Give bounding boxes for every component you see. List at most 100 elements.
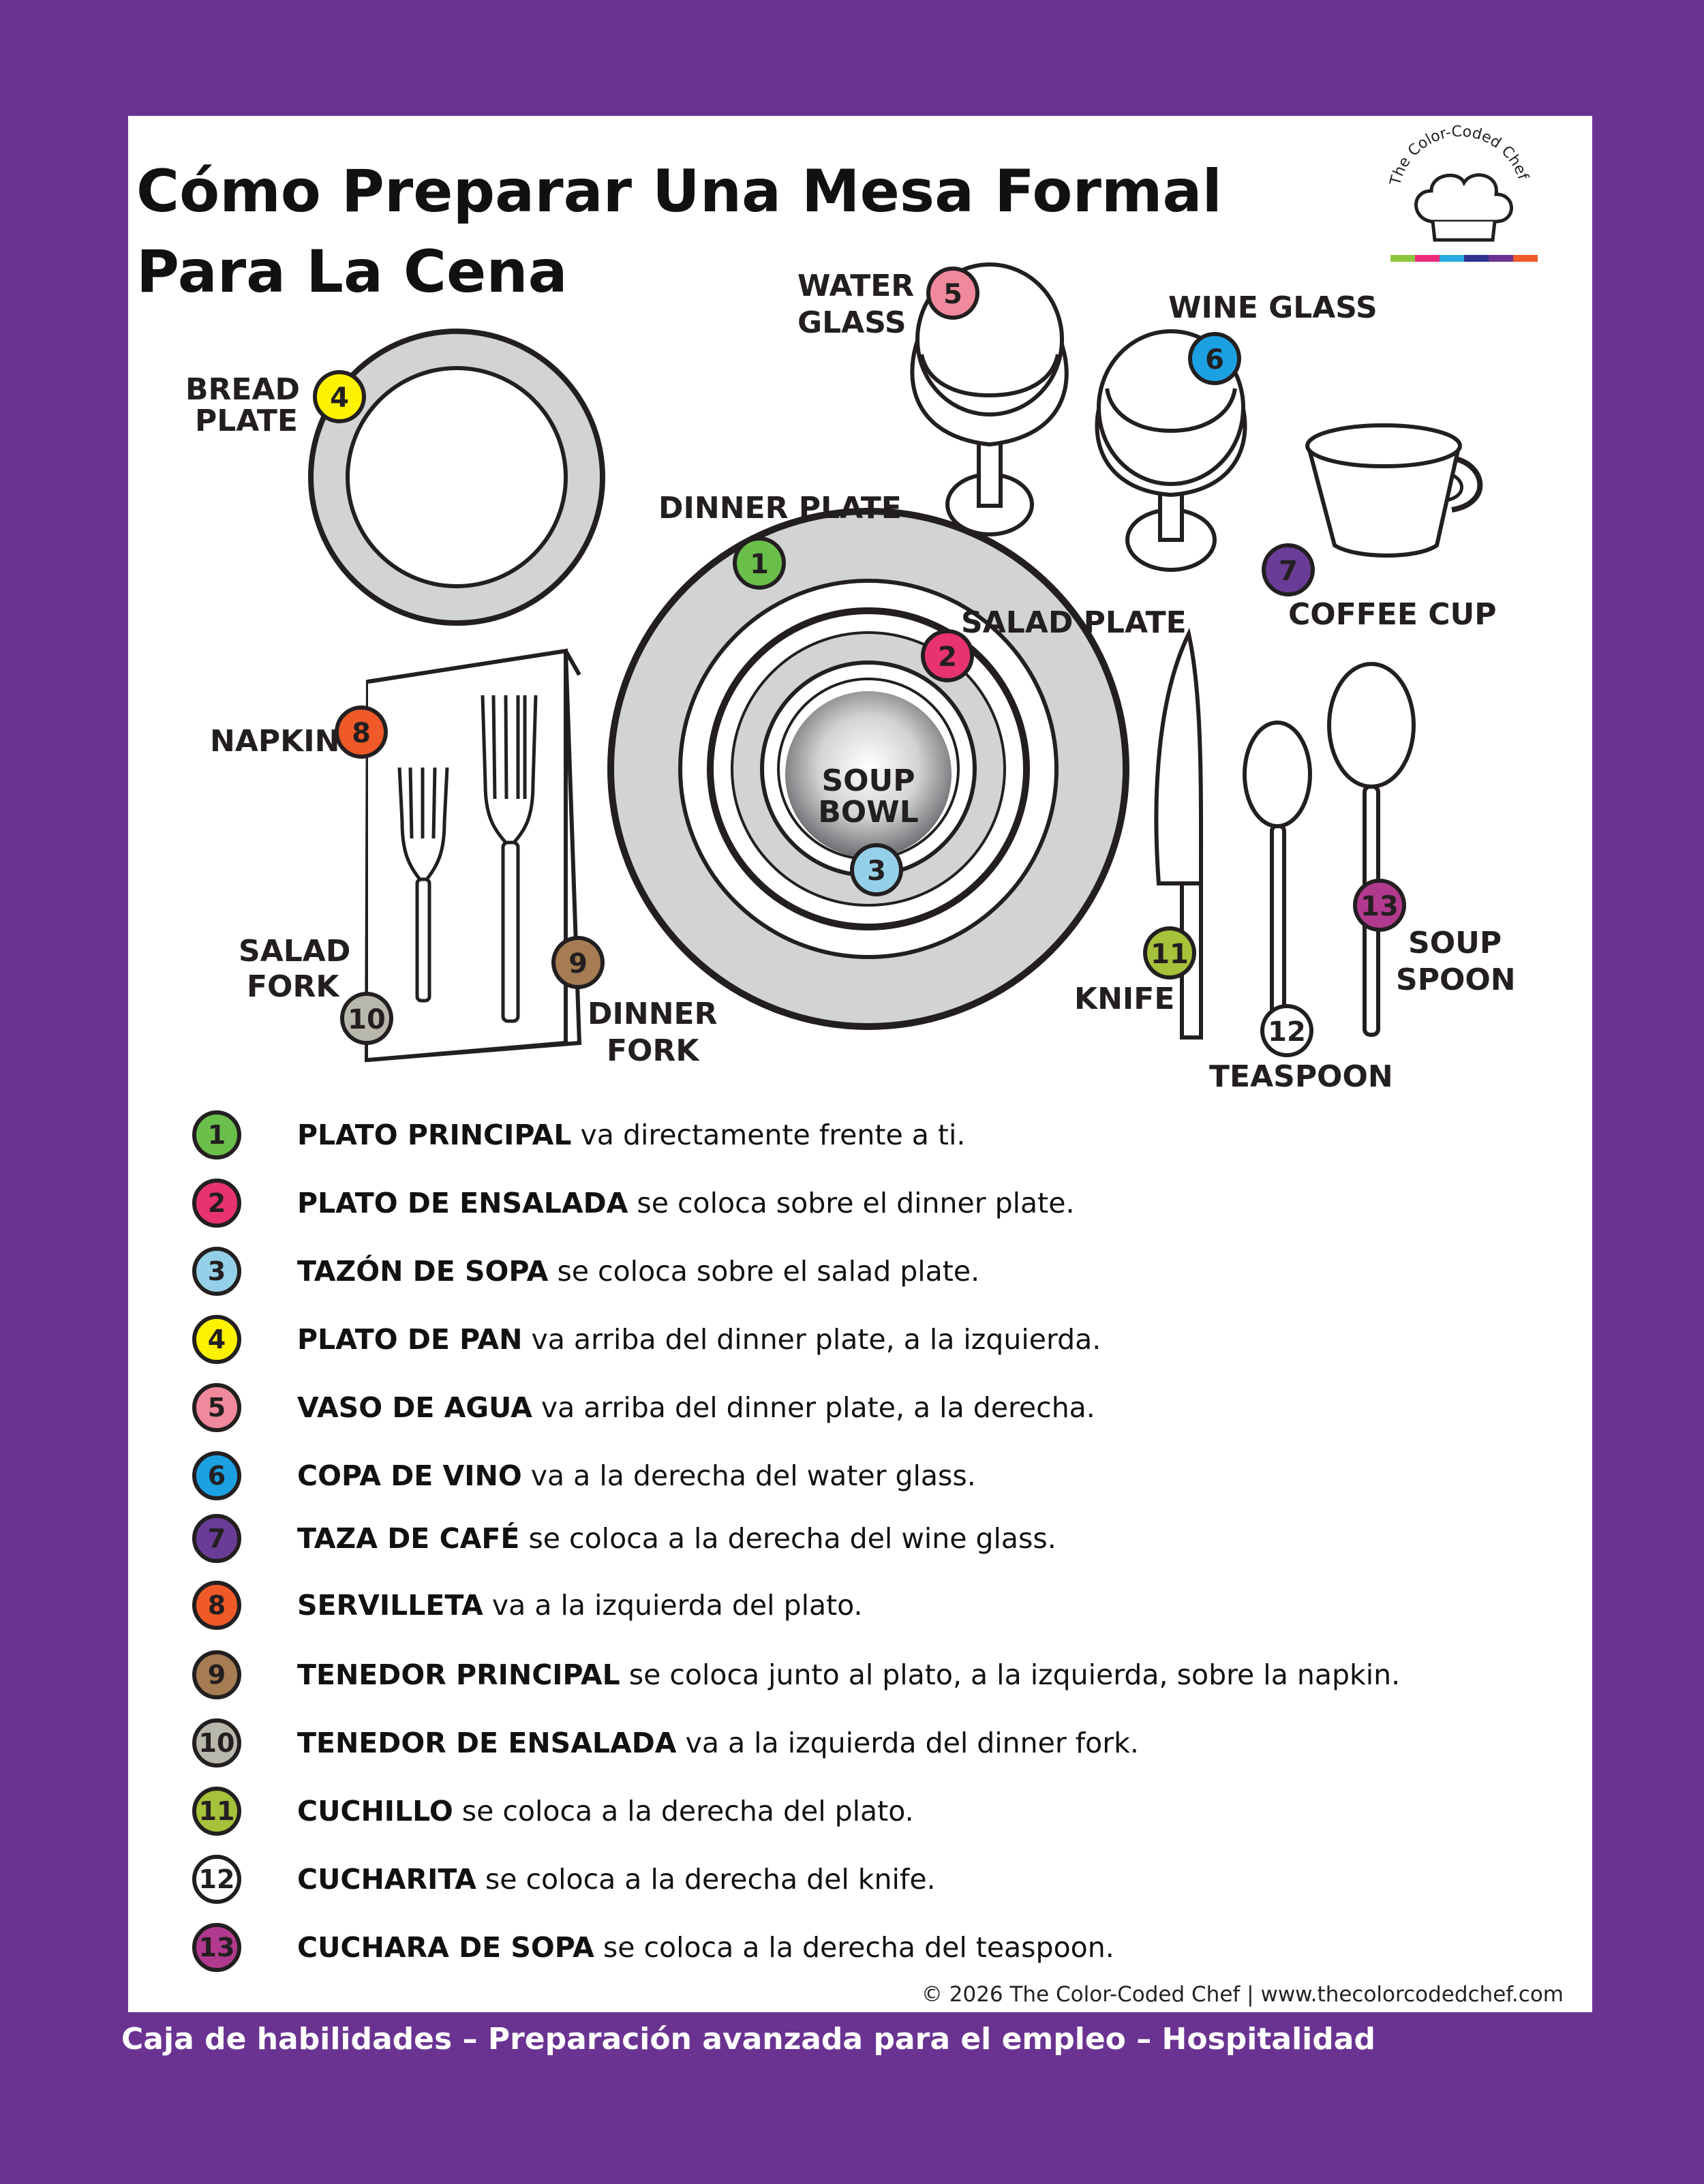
badge-number: 4 <box>330 382 349 414</box>
label-napkin: NAPKIN <box>210 724 339 759</box>
legend-badge: 1 <box>192 1110 241 1159</box>
legend-item-description: se coloca a la derecha del wine glass. <box>519 1522 1056 1555</box>
legend-badge: 3 <box>192 1247 241 1296</box>
label-wine-glass: WINE GLASS <box>1168 290 1378 325</box>
page-title: Cómo Preparar Una Mesa Formal Para La Ce… <box>136 157 1222 306</box>
legend-text: VASO DE AGUA va arriba del dinner plate,… <box>297 1391 1095 1424</box>
logo-stripe-segment <box>1415 255 1440 262</box>
legend-item-name: CUCHARA DE SOPA <box>297 1931 594 1964</box>
legend-text: SERVILLETA va a la izquierda del plato. <box>297 1589 863 1622</box>
legend-item-description: se coloca junto al plato, a la izquierda… <box>620 1658 1401 1691</box>
dinner-fork <box>481 695 538 1023</box>
legend-item-description: va arriba del dinner plate, a la derecha… <box>532 1391 1095 1424</box>
legend-item-description: se coloca a la derecha del plato. <box>453 1795 914 1827</box>
label-salad-fork-2: FORK <box>247 969 340 1004</box>
chef-hat-icon <box>1414 173 1513 242</box>
legend-text: TENEDOR DE ENSALADA va a la izquierda de… <box>297 1727 1139 1759</box>
legend-item-3: 3 TAZÓN DE SOPA se coloca sobre el salad … <box>192 1241 1521 1302</box>
badge-11: 11 <box>1143 926 1196 980</box>
legend-item-name: TAZA DE CAFÉ <box>297 1522 520 1555</box>
legend-item-name: CUCHARITA <box>297 1863 476 1896</box>
legend-text: PLATO PRINCIPAL va directamente frente a… <box>297 1119 965 1151</box>
badge-number: 8 <box>352 718 371 749</box>
legend-item-name: TENEDOR PRINCIPAL <box>297 1658 620 1691</box>
label-teaspoon: TEASPOON <box>1209 1059 1393 1094</box>
legend-item-description: va directamente frente a ti. <box>571 1119 966 1151</box>
logo-stripe-segment <box>1489 255 1513 262</box>
coffee-cup <box>1305 423 1483 558</box>
legend-text: CUCHILLO se coloca a la derecha del plat… <box>297 1795 914 1827</box>
label-soup-bowl-2: BOWL <box>818 795 919 830</box>
legend-text: COPA DE VINO va a la derecha del water g… <box>297 1459 976 1492</box>
legend-item-description: va a la izquierda del plato. <box>483 1589 863 1622</box>
bread-plate <box>308 329 605 626</box>
badge-12: 12 <box>1260 1004 1313 1057</box>
logo-stripe-segment <box>1440 255 1464 262</box>
badge-number: 10 <box>348 1004 386 1035</box>
badge-6: 6 <box>1188 332 1241 385</box>
legend-item-name: PLATO DE ENSALADA <box>297 1187 628 1219</box>
legend-item-name: COPA DE VINO <box>297 1459 522 1492</box>
legend-item-name: PLATO PRINCIPAL <box>297 1119 572 1151</box>
diagram-labels: WATER GLASS WINE GLASS BREAD PLATE DINNE… <box>185 269 1516 1094</box>
legend-text: TAZA DE CAFÉ se coloca a la derecha del … <box>297 1522 1056 1555</box>
legend-item-13: 13 CUCHARA DE SOPA se coloca a la derecha… <box>192 1917 1521 1978</box>
legend-item-name: TAZÓN DE SOPA <box>297 1255 549 1288</box>
badge-1: 1 <box>733 536 786 590</box>
badge-2: 2 <box>921 629 974 682</box>
legend-item-description: se coloca sobre el salad plate. <box>548 1255 980 1288</box>
soup-spoon <box>1327 662 1416 1037</box>
label-water-glass-1: WATER <box>797 269 914 303</box>
legend-badge: 6 <box>192 1451 241 1500</box>
legend-item-description: va arriba del dinner plate, a la izquier… <box>522 1323 1101 1356</box>
label-dinner-fork-1: DINNER <box>588 997 717 1031</box>
legend-text: PLATO DE PAN va arriba del dinner plate,… <box>297 1323 1101 1356</box>
legend-badge: 8 <box>192 1581 241 1630</box>
legend-item-1: 1 PLATO PRINCIPAL va directamente frente … <box>192 1104 1521 1166</box>
badge-5: 5 <box>926 267 979 320</box>
legend-item-10: 10 TENEDOR DE ENSALADA va a la izquierda … <box>192 1712 1521 1774</box>
badge-10: 10 <box>340 992 393 1045</box>
legend-item-description: se coloca a la derecha del knife. <box>476 1863 936 1896</box>
legend-item-6: 6 COPA DE VINO va a la derecha del water … <box>192 1445 1521 1506</box>
legend-item-name: PLATO DE PAN <box>297 1323 523 1356</box>
logo-stripe-segment <box>1464 255 1489 262</box>
legend-item-name: SERVILLETA <box>297 1589 483 1622</box>
legend-item-description: se coloca sobre el dinner plate. <box>628 1187 1075 1219</box>
badge-number: 2 <box>938 641 957 673</box>
legend-text: CUCHARITA se coloca a la derecha del kni… <box>297 1863 936 1896</box>
legend-item-8: 8 SERVILLETA va a la izquierda del plato. <box>192 1575 1521 1636</box>
legend-item-description: se coloca a la derecha del teaspoon. <box>594 1931 1114 1964</box>
legend-badge: 10 <box>192 1718 241 1768</box>
badge-9: 9 <box>551 936 605 989</box>
badge-number: 11 <box>1151 939 1189 970</box>
badge-number: 9 <box>568 948 588 980</box>
footer-caption: Caja de habilidades – Preparación avanza… <box>121 2022 1375 2057</box>
copyright: © 2026 The Color-Coded Chef | www.thecol… <box>921 1982 1564 2007</box>
legend-item-name: TENEDOR DE ENSALADA <box>297 1727 677 1759</box>
napkin <box>364 648 582 1063</box>
knife <box>1154 627 1204 1040</box>
legend-badge: 4 <box>192 1315 241 1364</box>
badge-number: 5 <box>943 279 962 310</box>
label-water-glass-2: GLASS <box>797 305 907 340</box>
label-salad-plate: SALAD PLATE <box>961 605 1187 640</box>
logo-stripe-segment <box>1513 255 1538 262</box>
legend-badge: 9 <box>192 1650 241 1699</box>
legend-badge: 13 <box>192 1923 241 1972</box>
label-bread-plate-2: PLATE <box>195 404 298 438</box>
label-dinner-plate: DINNER PLATE <box>658 491 902 526</box>
legend-badge: 7 <box>192 1514 241 1563</box>
badge-number: 13 <box>1360 891 1399 922</box>
badge-number: 3 <box>867 855 886 887</box>
legend-text: PLATO DE ENSALADA se coloca sobre el din… <box>297 1187 1075 1219</box>
badge-number: 12 <box>1268 1016 1306 1048</box>
badge-4: 4 <box>313 370 366 423</box>
legend-item-description: va a la derecha del water glass. <box>521 1459 976 1492</box>
soup-bowl <box>760 661 977 877</box>
label-soup-spoon-2: SPOON <box>1396 962 1516 997</box>
